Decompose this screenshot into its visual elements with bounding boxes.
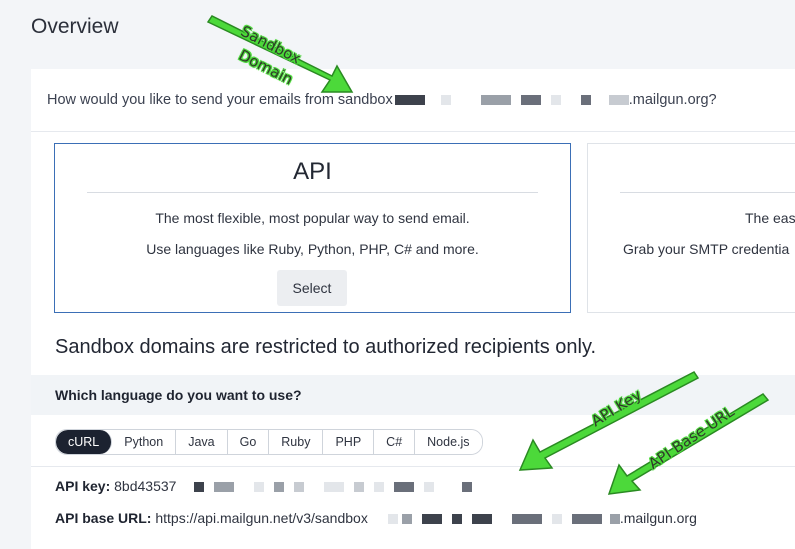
language-tabs: cURL Python Java Go Ruby PHP C# Node.js [55, 429, 483, 455]
redacted-block [401, 514, 412, 525]
restricted-notice: Sandbox domains are restricted to author… [55, 336, 597, 358]
api-key-label: API key: [55, 478, 111, 494]
option-smtp-credentials: Grab your SMTP credentia [623, 241, 790, 257]
api-base-url-value[interactable]: https://api.mailgun.net/v3/sandbox [155, 510, 368, 526]
redacted-block [451, 514, 462, 525]
tab-python[interactable]: Python [112, 430, 177, 454]
option-api-languages: Use languages like Ruby, Python, PHP, C#… [146, 241, 479, 257]
tab-curl[interactable]: cURL [56, 430, 113, 454]
option-divider [620, 192, 795, 193]
tab-go[interactable]: Go [227, 430, 270, 454]
redacted-block [550, 95, 561, 106]
redacted-block [294, 482, 305, 493]
page-title: Overview [31, 15, 119, 38]
divider [31, 131, 795, 132]
redacted-block [374, 482, 385, 493]
redacted-block [254, 482, 265, 493]
tab-ruby[interactable]: Ruby [269, 430, 324, 454]
select-api-button[interactable]: Select [277, 270, 347, 306]
question-prefix: How would you like to send your emails f… [47, 92, 393, 108]
api-base-url-label: API base URL: [55, 510, 152, 526]
redacted-block [274, 482, 285, 493]
redacted-block [394, 95, 425, 106]
redacted-block [520, 95, 541, 106]
language-question: Which language do you want to use? [55, 387, 302, 403]
api-key-value[interactable]: 8bd43537 [114, 478, 177, 494]
redacted-block [511, 514, 542, 525]
option-smtp-description: The eas [745, 210, 795, 226]
redacted-block [394, 482, 415, 493]
redacted-block [354, 482, 365, 493]
redacted-block [462, 482, 473, 493]
option-smtp[interactable]: The eas Grab your SMTP credentia [587, 143, 795, 313]
redacted-block [571, 514, 602, 525]
tab-java[interactable]: Java [176, 430, 228, 454]
option-api-title: API [293, 158, 332, 185]
redacted-block [608, 95, 629, 106]
api-base-url-suffix: .mailgun.org [619, 510, 697, 526]
redacted-block [387, 514, 398, 525]
question-suffix: .mailgun.org? [628, 92, 717, 108]
redacted-block [421, 514, 442, 525]
divider [31, 466, 795, 467]
redacted-block [424, 482, 435, 493]
tab-php[interactable]: PHP [323, 430, 375, 454]
option-divider [87, 192, 538, 193]
tab-nodejs[interactable]: Node.js [415, 430, 482, 454]
option-api-description: The most flexible, most popular way to s… [155, 210, 470, 226]
api-key-row: API key: 8bd43537 [55, 478, 473, 494]
redacted-block [609, 514, 620, 525]
tab-csharp[interactable]: C# [374, 430, 416, 454]
redacted-block [471, 514, 492, 525]
redacted-block [214, 482, 235, 493]
redacted-block [580, 95, 591, 106]
option-api[interactable]: API The most flexible, most popular way … [54, 143, 571, 313]
redacted-block [194, 482, 205, 493]
send-question: How would you like to send your emails f… [47, 92, 717, 108]
redacted-block [440, 95, 451, 106]
api-base-url-row: API base URL: https://api.mailgun.net/v3… [55, 510, 697, 526]
redacted-block [480, 95, 511, 106]
redacted-block [551, 514, 562, 525]
redacted-block [324, 482, 345, 493]
